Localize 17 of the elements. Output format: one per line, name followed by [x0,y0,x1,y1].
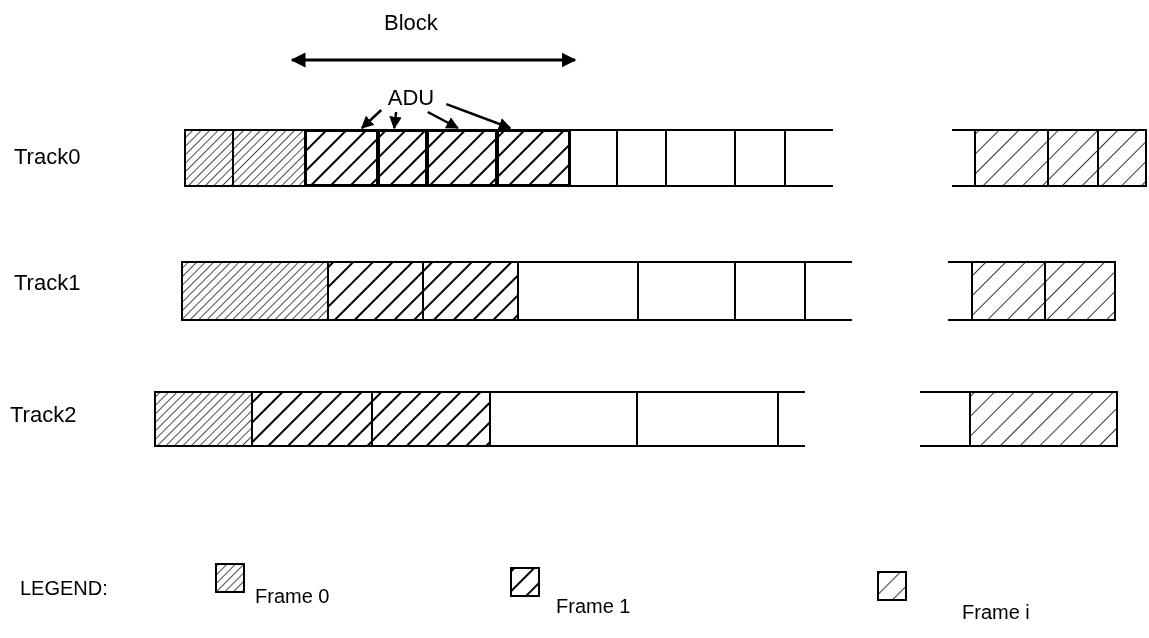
hatched-cell [378,130,427,186]
text-label: LEGEND: [20,578,108,598]
hatched-cell [305,130,378,186]
text-label: Track0 [14,146,81,168]
node-label: ADU [387,87,435,109]
arrow [427,110,459,130]
text-label: Track2 [10,404,77,426]
text-label: Block [384,12,438,34]
text-label: Track1 [14,272,81,294]
legend-label: Frame i [962,602,1030,622]
legend-label: Frame 1 [556,596,631,616]
hatched-cell [427,130,497,186]
legend-label: Frame 0 [255,586,330,606]
arrow [361,109,383,129]
hatched-cell [497,130,570,186]
arrow [389,111,402,130]
arrow [445,103,512,130]
